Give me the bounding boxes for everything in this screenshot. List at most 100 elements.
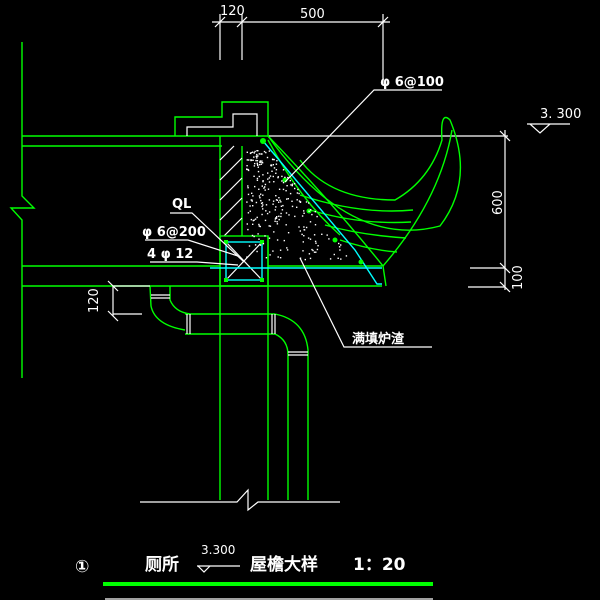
slag-dot: [329, 258, 332, 260]
slag-dot: [279, 249, 282, 251]
slag-dot: [249, 205, 251, 207]
slag-dot: [252, 219, 254, 222]
slag-dot: [284, 176, 286, 179]
slag-dot: [247, 168, 249, 171]
slag-dot: [287, 232, 290, 234]
label-main-bars: 4 φ 12: [147, 247, 193, 262]
slag-dot: [259, 163, 261, 166]
slag-dot: [286, 247, 288, 249]
slag-dot: [275, 195, 277, 197]
slag-dot: [280, 201, 282, 203]
slag-dot: [253, 219, 255, 221]
slag-dot: [261, 205, 263, 208]
slag-dot: [256, 177, 259, 180]
slag-dot: [247, 169, 250, 172]
dim-top-500: 500: [300, 7, 325, 22]
slag-dot: [316, 215, 318, 218]
slag-dot: [264, 186, 266, 188]
slag-dot: [275, 172, 277, 174]
slag-dot: [268, 199, 271, 201]
wall-section: [219, 136, 269, 500]
slag-dot: [257, 164, 259, 166]
slag-dot: [252, 223, 254, 225]
slag-dot: [309, 238, 312, 240]
slag-dot: [280, 205, 283, 207]
slag-dot: [258, 225, 260, 227]
slag-dot: [260, 163, 263, 165]
slag-dot: [294, 187, 296, 190]
slag-dot: [259, 197, 261, 199]
dim-right-600: 600: [491, 190, 506, 215]
slag-dot: [314, 211, 316, 213]
dim-top-120: 120: [220, 4, 245, 19]
slag-dot: [256, 153, 258, 156]
slag-dot: [257, 155, 259, 157]
slag-dot: [262, 204, 264, 206]
slag-dot: [269, 225, 272, 227]
slag-dot: [268, 237, 271, 239]
slag-dot: [250, 218, 253, 221]
slag-dot: [264, 235, 266, 237]
slag-dot: [314, 240, 317, 243]
slag-dot: [286, 249, 289, 251]
slag-dot: [291, 183, 294, 185]
slag-dot: [259, 244, 262, 246]
slag-dot: [304, 258, 306, 261]
slag-dot: [270, 164, 272, 167]
slag-dot: [291, 200, 293, 202]
slag-dot: [265, 151, 267, 154]
slag-dot: [256, 150, 258, 152]
slag-dot: [285, 224, 287, 226]
slag-dot: [252, 195, 254, 197]
slag-dot: [260, 161, 262, 163]
slag-dot: [302, 241, 304, 243]
slag-dot: [253, 156, 255, 158]
slag-dot: [262, 208, 264, 210]
slag-dot: [314, 224, 317, 226]
slag-dot: [246, 168, 248, 171]
slag-dot: [268, 150, 271, 152]
slag-dot: [277, 176, 279, 179]
slag-dot: [269, 175, 272, 177]
slag-dot: [246, 165, 248, 167]
slag-dot: [277, 256, 279, 258]
slag-dot: [280, 215, 282, 218]
slag-dot: [257, 170, 260, 173]
slag-dot: [250, 152, 252, 154]
title-scale: 1：20: [353, 555, 406, 575]
slag-dot: [247, 228, 249, 231]
slag-dot: [251, 151, 254, 153]
slag-dot: [338, 246, 341, 248]
slag-dot: [282, 204, 284, 207]
slag-dot: [246, 256, 248, 258]
leaders: [145, 89, 442, 348]
slag-dot: [303, 229, 305, 231]
slag-dot: [317, 245, 319, 247]
slag-dot: [273, 181, 275, 183]
title-name-1: 厕所: [145, 555, 179, 575]
slag-dot: [275, 217, 277, 219]
slag-dot: [258, 175, 260, 178]
slag-dot: [271, 170, 273, 172]
slag-dot: [278, 215, 280, 217]
title-block: ① 厕所 3.300 屋檐大样 1：20: [75, 543, 433, 600]
slag-dot: [280, 212, 282, 215]
slag-dot: [293, 183, 296, 185]
slag-dot: [258, 195, 261, 197]
slag-dot: [273, 167, 276, 169]
slag-dot: [316, 248, 319, 251]
slag-dot: [305, 201, 308, 203]
slag-dot: [256, 157, 258, 159]
slag-dot: [278, 218, 280, 221]
slag-dot: [258, 188, 260, 190]
slag-dot: [261, 213, 263, 216]
slag-dot: [248, 245, 251, 247]
slag-dot: [263, 187, 265, 189]
slag-dot: [260, 193, 262, 195]
slag-dot: [268, 181, 271, 183]
slag-dot: [276, 221, 278, 223]
slag-dot: [303, 226, 305, 228]
slag-dot: [264, 219, 267, 222]
slag-dot: [266, 156, 269, 159]
